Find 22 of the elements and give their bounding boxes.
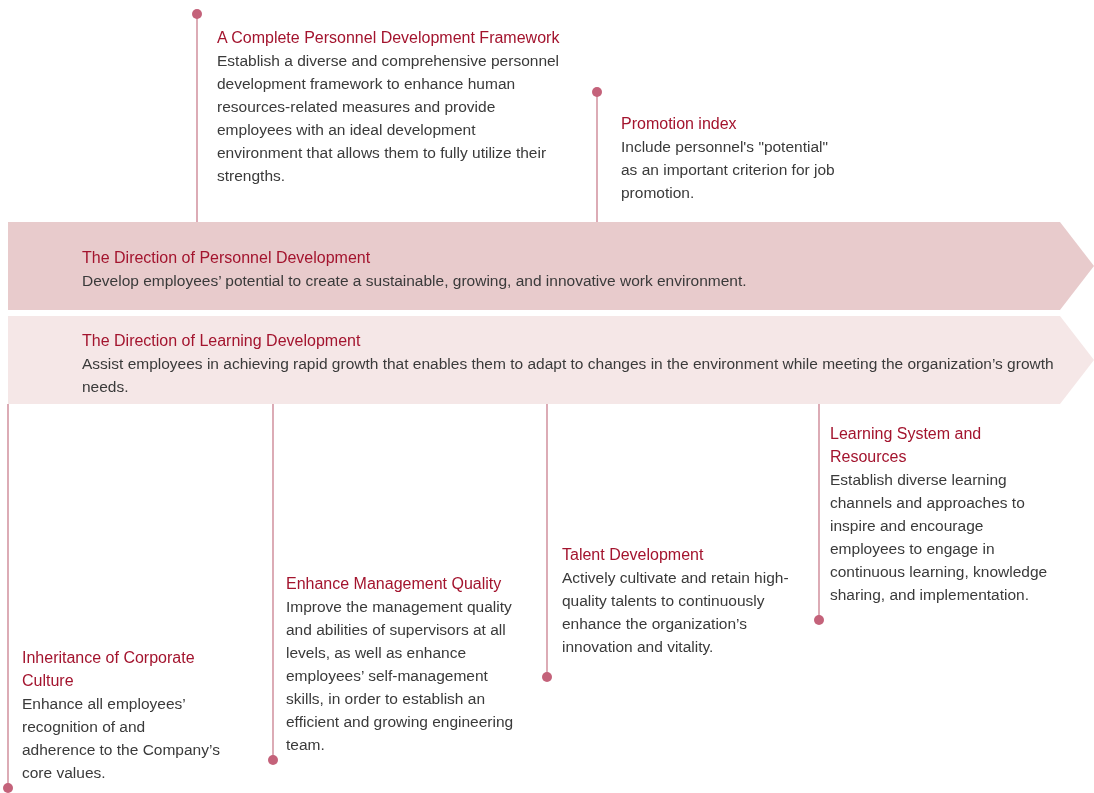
description: Include personnel's "potential" as an important criterion for job promotion. [621, 137, 836, 203]
description: Develop employees’ potential to create a sustainable, growing, and innovative work environment. [82, 271, 748, 291]
leader-line [268, 403, 278, 765]
leader-line [192, 9, 202, 223]
heading: Inheritance of Corporate Culture [22, 648, 196, 691]
leader-line [3, 403, 13, 793]
heading: The Direction of Personnel Development [82, 248, 372, 268]
description: Establish diverse learning channels and approaches to inspire and encourage employees to engage in continuous learning, knowledge sharing, and implementation. [830, 470, 1049, 605]
heading: A Complete Personnel Development Framework [217, 28, 561, 48]
heading: The Direction of Learning Development [82, 331, 362, 351]
description: Establish a diverse and comprehensive personnel development framework to enhance human resources-related measures and provide employees with an ideal development environment that allows them to fully utilize their strengths. [217, 51, 561, 186]
leader-line [592, 87, 602, 223]
heading: Talent Development [562, 545, 705, 565]
description: Improve the management quality and abilities of supervisors at all levels, as well as enhance employees’ self-management skills, in order to establish an efficient and growing engineering team. [286, 597, 515, 755]
leader-line [814, 403, 824, 625]
description: Assist employees in achieving rapid growth that enables them to adapt to changes in the environment while meeting the organization’s growth needs. [82, 354, 1054, 397]
description: Enhance all employees’ recognition of and adherence to the Company’s core values. [22, 694, 221, 783]
heading: Enhance Management Quality [286, 574, 503, 594]
heading: Promotion index [621, 114, 738, 134]
leader-line [542, 403, 552, 682]
heading: Learning System and Resources [830, 424, 983, 467]
description: Actively cultivate and retain high-quality talents to continuously enhance the organization’s innovation and vitality. [562, 568, 790, 657]
